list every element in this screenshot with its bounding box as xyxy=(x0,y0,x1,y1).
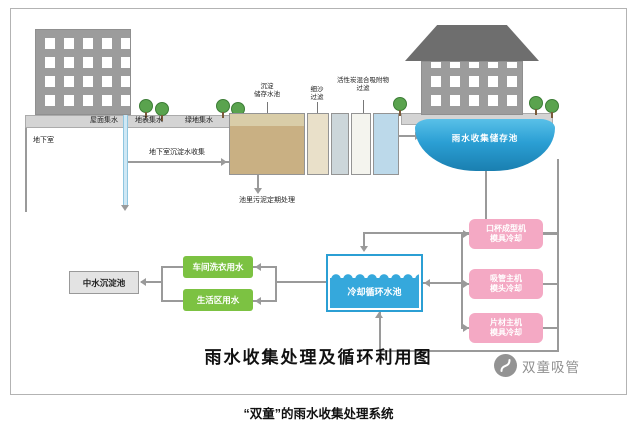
laundry-water-box: 车间洗衣用水 xyxy=(183,256,253,278)
cooling-pool-label: 冷却循环水池 xyxy=(347,287,402,297)
tree-icon xyxy=(545,99,559,118)
living-water-box: 生活区用水 xyxy=(183,289,253,311)
mixed-media-tank xyxy=(331,113,349,175)
flow-arrow-into-tanks-icon xyxy=(221,158,227,166)
flow-arrow-icon xyxy=(424,279,430,287)
roof-collect-label: 屋面集水 xyxy=(90,117,118,124)
cup-machine-cooling-box: 口杯成型机 模具冷却 xyxy=(469,219,543,249)
sheet-machine-cooling-box: 片材主机 模具冷却 xyxy=(469,313,543,343)
leader-line xyxy=(363,100,364,113)
pipe-stub xyxy=(543,283,557,285)
tree-icon xyxy=(139,99,153,118)
pipe-machines-left xyxy=(461,232,463,328)
flow-arrow-shaft-icon xyxy=(121,205,129,211)
pool-water xyxy=(330,272,419,308)
flow-arrow-icon xyxy=(255,297,261,305)
flow-arrow-icon xyxy=(140,278,146,286)
pipe-stub xyxy=(253,300,275,302)
basement-collect-label: 地下室沉淀水收集 xyxy=(149,149,205,156)
pipe-machines-right xyxy=(557,159,559,351)
pipe-stub xyxy=(543,327,557,329)
surface-collect-label: 地表集水 xyxy=(135,117,163,124)
house-roof xyxy=(405,25,539,61)
tree-icon xyxy=(216,99,230,118)
reclaim-sediment-pool-box: 中水沉淀池 xyxy=(69,271,139,294)
figure-caption: “双童”的雨水收集处理系统 xyxy=(243,407,394,421)
basement-wall-line xyxy=(25,128,27,212)
flow-arrow-icon xyxy=(255,263,261,271)
pipe-pool-bottom xyxy=(379,312,381,352)
diagram-panel: 屋面集水 地表集水 绿地集水 地下室 地下室沉淀水收集 沉淀 储存水池 细沙 过… xyxy=(10,8,627,395)
pipe-pool-to-use xyxy=(275,281,326,283)
pipe-into-cooling-pool xyxy=(363,232,365,247)
flow-arrow-icon xyxy=(463,280,469,288)
sand-filter-label: 细沙 过滤 xyxy=(310,86,324,101)
pipe-stub xyxy=(161,300,183,302)
pipe-use-split xyxy=(275,266,277,302)
pipe-stub xyxy=(543,233,557,235)
sludge-note-label: 池里污泥定期处理 xyxy=(239,197,295,204)
tree-icon xyxy=(529,96,543,115)
leader-line xyxy=(317,102,318,113)
flow-arrow-cooling-in-icon xyxy=(360,246,368,252)
logo-circle-icon xyxy=(494,354,517,377)
logo-text: 双童吸管 xyxy=(522,359,580,375)
pipe-to-reclaim xyxy=(141,281,161,283)
straw-machine-cooling-box: 吸管主机 模头冷却 xyxy=(469,269,543,299)
pipe-return-bottom xyxy=(379,350,559,352)
diagram-title: 雨水收集处理及循环利用图 xyxy=(204,348,433,367)
leader-line xyxy=(267,102,268,113)
flow-arrow-icon xyxy=(375,312,383,318)
flow-arrow-icon xyxy=(463,324,469,332)
sediment-tank-label: 沉淀 储存水池 xyxy=(254,83,280,98)
brand-logo: 双童吸管 xyxy=(494,354,580,377)
pipe-basement-to-tanks xyxy=(128,161,229,163)
pipe-stub xyxy=(161,266,183,268)
rainwater-storage-pool: 雨水收集储存池 xyxy=(415,119,555,171)
flow-arrow-icon xyxy=(463,230,469,238)
cooling-circulation-pool: 冷却循环水池 xyxy=(326,254,423,312)
sand-filter-tank xyxy=(307,113,329,175)
house-building xyxy=(421,61,523,115)
pipe-return-to-pool xyxy=(423,282,461,284)
pipe-pool-down xyxy=(485,164,487,234)
basement-water-shaft xyxy=(123,115,128,207)
flow-arrow-sludge-icon xyxy=(254,188,262,194)
pipe-stub xyxy=(253,266,275,268)
pipe-collector xyxy=(161,266,163,302)
rain-pool-label: 雨水收集储存池 xyxy=(451,133,519,143)
basement-label: 地下室 xyxy=(33,137,54,144)
pipe-sludge xyxy=(257,175,259,189)
clear-water-tank xyxy=(351,113,371,175)
tree-icon xyxy=(393,97,407,116)
carbon-filter-label: 活性炭混合吸附物 过滤 xyxy=(337,77,389,92)
tree-icon xyxy=(155,102,169,121)
sedimentation-tank xyxy=(229,113,305,175)
apartment-building xyxy=(35,29,131,115)
treated-water-tank xyxy=(373,113,399,175)
pipe-tanks-to-pool xyxy=(399,135,417,137)
green-collect-label: 绿地集水 xyxy=(185,117,213,124)
